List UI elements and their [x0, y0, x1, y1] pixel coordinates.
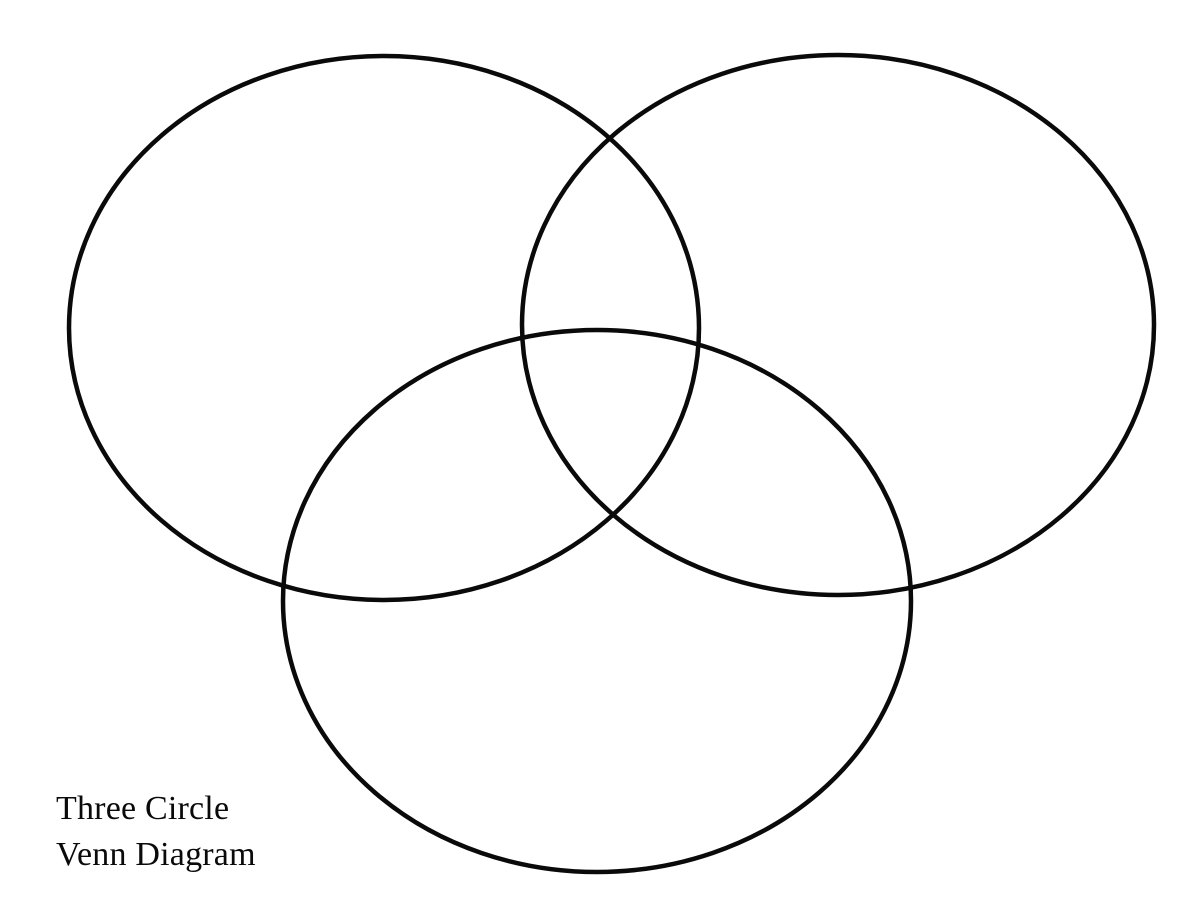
bottom-circle [280, 327, 914, 875]
diagram-caption: Three Circle Venn Diagram [56, 786, 256, 878]
top-right-circle [519, 52, 1157, 598]
caption-line-2: Venn Diagram [56, 835, 256, 873]
caption-line-1: Three Circle [56, 790, 230, 827]
top-left-circle [66, 53, 702, 603]
